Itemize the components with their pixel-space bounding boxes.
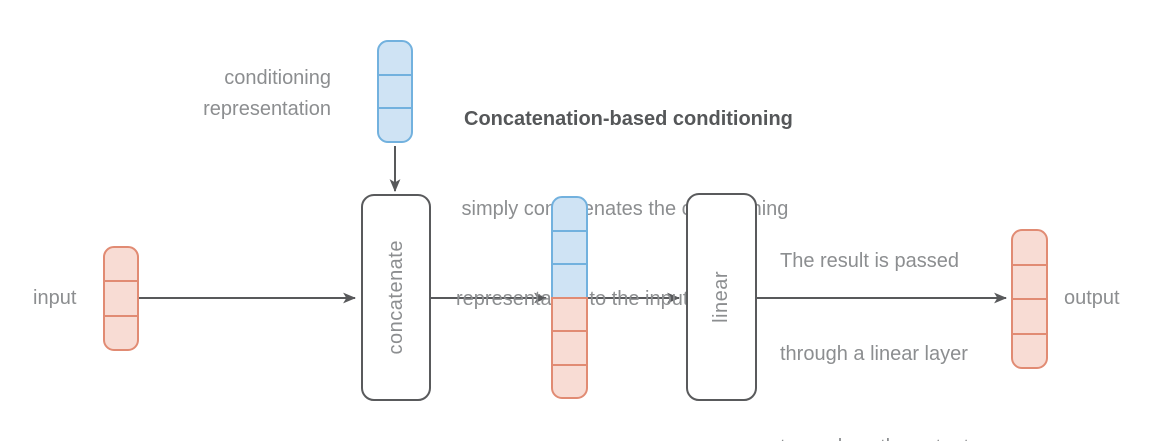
annotation-heading: Concatenation-based conditioning <box>464 108 793 130</box>
vector-cell-red <box>551 296 588 332</box>
vector-cell-red <box>103 280 139 317</box>
output-label: output <box>1064 287 1120 309</box>
vector-cell-red <box>1011 298 1048 335</box>
vector-cell-blue <box>377 40 413 76</box>
vector-cell-blue <box>551 196 588 232</box>
conditioning-label-line1: conditioning <box>224 67 331 89</box>
vector-cell-red <box>103 314 139 351</box>
concatenate-box: concatenate <box>361 194 431 401</box>
result-annotation: The result is passed through a linear la… <box>780 184 975 441</box>
conditioning-label-line2: representation <box>203 98 331 120</box>
vector-cell-red <box>1011 332 1048 369</box>
conditioning-representation-label: conditioning representation <box>150 63 331 125</box>
vector-cell-red <box>1011 263 1048 300</box>
concatenate-box-label: concatenate <box>384 240 407 355</box>
vector-cell-blue <box>377 73 413 110</box>
vector-cell-blue <box>551 229 588 265</box>
conditioning-vector <box>377 40 413 144</box>
concatenated-vector <box>551 196 588 399</box>
result-annotation-line2: through a linear layer <box>780 343 968 365</box>
vector-cell-red <box>551 330 588 366</box>
result-annotation-line1: The result is passed <box>780 250 959 272</box>
vector-cell-blue <box>377 107 413 144</box>
linear-box-label: linear <box>710 271 732 323</box>
vector-cell-red <box>103 246 139 283</box>
vector-cell-red <box>1011 229 1048 266</box>
input-vector <box>103 246 139 351</box>
vector-cell-red <box>551 363 588 399</box>
result-annotation-line3: to produce the output. <box>780 432 975 441</box>
input-label: input <box>33 287 77 309</box>
output-vector <box>1011 229 1048 369</box>
vector-cell-blue <box>551 263 588 299</box>
linear-box: linear <box>686 193 757 401</box>
